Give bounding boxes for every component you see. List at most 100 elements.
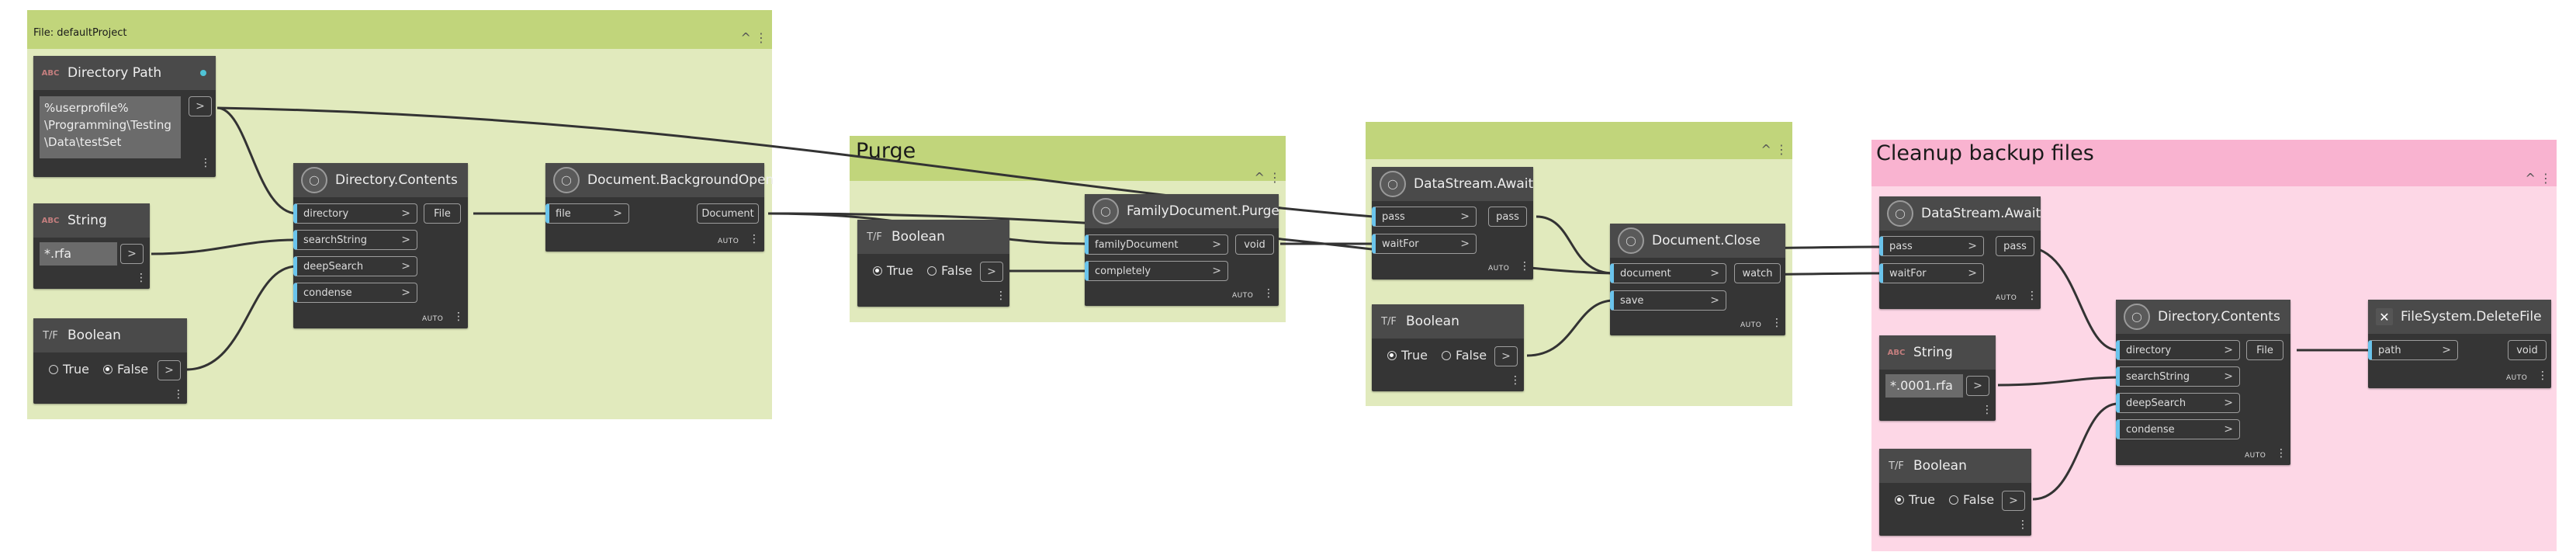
node-menu-icon[interactable]: ⋮: [1519, 260, 1530, 273]
boolean-radio-group[interactable]: True False: [49, 362, 148, 377]
output-port[interactable]: >: [158, 360, 181, 380]
input-port-condense[interactable]: condense>: [2116, 419, 2240, 439]
radio-false-icon[interactable]: [1948, 495, 1958, 505]
input-port-searchstring[interactable]: searchString>: [293, 230, 417, 250]
radio-false-icon[interactable]: [926, 266, 937, 276]
node-menu-icon[interactable]: ⋮: [2276, 447, 2287, 460]
node-menu-icon[interactable]: ⋮: [173, 388, 184, 401]
group-controls[interactable]: ^ ⋮: [740, 30, 768, 45]
node-menu-icon[interactable]: ⋮: [136, 272, 147, 284]
radio-false-icon[interactable]: [1441, 350, 1451, 360]
radio-true-icon[interactable]: [1895, 495, 1904, 505]
radio-true-icon[interactable]: [49, 364, 58, 374]
node-menu-icon[interactable]: ⋮: [749, 233, 760, 245]
node-directory-contents[interactable]: ◯Directory.Contents directory> searchStr…: [293, 163, 468, 328]
abc-string-icon: ABC: [41, 68, 60, 78]
abc-string-icon: ABC: [1887, 348, 1906, 357]
lacing-label: AUTO: [2245, 452, 2266, 460]
node-title: FamilyDocument.Purge: [1127, 203, 1279, 219]
input-port-pass[interactable]: pass>: [1372, 207, 1477, 227]
output-port-document[interactable]: Document: [697, 203, 759, 224]
input-port-waitfor[interactable]: waitFor>: [1372, 234, 1477, 254]
output-port[interactable]: >: [1494, 346, 1518, 366]
input-port-familydocument[interactable]: familyDocument>: [1085, 234, 1228, 255]
node-menu-icon[interactable]: ⋮: [453, 311, 464, 323]
node-familydocument-purge[interactable]: ◯FamilyDocument.Purge familyDocument> co…: [1085, 194, 1279, 306]
output-port[interactable]: >: [120, 244, 144, 264]
boolean-radio-group[interactable]: True False: [1387, 348, 1487, 363]
input-port-deepsearch[interactable]: deepSearch>: [293, 256, 417, 276]
wire-pass-to-directory2: [2024, 245, 2119, 352]
output-port[interactable]: >: [1966, 376, 1989, 396]
function-node-icon: ◯: [1887, 200, 1913, 227]
input-port-deepsearch[interactable]: deepSearch>: [2116, 393, 2240, 413]
node-document-close[interactable]: ◯Document.Close document> save> watch AU…: [1610, 224, 1785, 335]
output-port-void[interactable]: void: [1235, 234, 1274, 255]
input-port-completely[interactable]: completely>: [1085, 261, 1228, 281]
radio-true-icon[interactable]: [873, 266, 882, 276]
output-port-file[interactable]: File: [2246, 340, 2283, 360]
group-controls[interactable]: ^ ⋮: [2525, 171, 2553, 186]
input-port-condense[interactable]: condense>: [293, 283, 417, 303]
node-menu-icon[interactable]: ⋮: [2017, 519, 2028, 531]
boolean-radio-group[interactable]: True False: [873, 263, 972, 278]
output-port-pass[interactable]: pass: [1996, 236, 2034, 256]
input-port-path[interactable]: path>: [2368, 340, 2458, 360]
radio-true-icon[interactable]: [1387, 350, 1397, 360]
node-title: Document.Close: [1652, 233, 1761, 248]
radio-false-label: False: [940, 263, 973, 278]
radio-false-label: False: [116, 362, 149, 377]
output-port-watch[interactable]: watch: [1734, 263, 1781, 283]
output-port-void[interactable]: void: [2508, 340, 2547, 360]
output-port[interactable]: >: [2002, 491, 2025, 511]
output-port-pass[interactable]: pass: [1488, 207, 1527, 227]
lacing-label: AUTO: [1996, 294, 2017, 302]
radio-false-icon[interactable]: [102, 364, 113, 374]
node-document-background-open[interactable]: ◯Document.BackgroundOpen file> Document …: [545, 163, 774, 252]
node-datastream-await[interactable]: ◯DataStream.Await pass> waitFor> pass AU…: [1879, 196, 2041, 309]
group-controls[interactable]: ^ ⋮: [1761, 142, 1788, 157]
output-port-file[interactable]: File: [424, 203, 461, 224]
node-filesystem-deletefile[interactable]: ✕FileSystem.DeleteFile path> void AUTO ⋮: [2368, 300, 2551, 388]
input-port-save[interactable]: save>: [1610, 290, 1726, 311]
string-value-input[interactable]: *.0001.rfa: [1885, 374, 1963, 398]
output-port[interactable]: >: [980, 262, 1003, 282]
node-menu-icon[interactable]: ⋮: [1771, 317, 1782, 329]
output-port[interactable]: >: [189, 96, 212, 116]
node-menu-icon[interactable]: ⋮: [1510, 374, 1521, 387]
group-controls[interactable]: ^ ⋮: [1254, 170, 1282, 185]
lacing-label: AUTO: [422, 315, 444, 323]
input-port-pass[interactable]: pass>: [1879, 236, 1984, 256]
node-menu-icon[interactable]: ⋮: [2027, 290, 2038, 302]
function-node-icon: ◯: [301, 167, 327, 193]
input-port-directory[interactable]: directory>: [293, 203, 417, 224]
node-title: Boolean: [68, 328, 121, 343]
input-port-directory[interactable]: directory>: [2116, 340, 2240, 360]
node-menu-icon[interactable]: ⋮: [1263, 287, 1274, 300]
input-port-file[interactable]: file>: [545, 203, 629, 224]
radio-true-label: True: [887, 263, 913, 278]
string-value-input[interactable]: *.rfa: [40, 242, 117, 266]
node-menu-icon[interactable]: ⋮: [1982, 404, 1993, 416]
group-title: File: defaultProject: [33, 27, 127, 39]
boolean-icon: T/F: [1381, 315, 1397, 328]
node-menu-icon[interactable]: ⋮: [995, 290, 1006, 302]
boolean-radio-group[interactable]: True False: [1895, 492, 1994, 507]
node-datastream-await[interactable]: ◯DataStream.Await pass> waitFor> pass AU…: [1372, 167, 1533, 280]
node-title: Boolean: [892, 229, 945, 245]
node-menu-icon[interactable]: ⋮: [200, 157, 211, 169]
input-port-waitfor[interactable]: waitFor>: [1879, 263, 1984, 283]
input-port-document[interactable]: document>: [1610, 263, 1726, 283]
directory-path-input[interactable]: %userprofile% \Programming\Testing \Data…: [40, 96, 181, 158]
node-directory-contents[interactable]: ◯Directory.Contents directory> searchStr…: [2116, 300, 2290, 465]
lacing-label: AUTO: [2506, 374, 2528, 382]
input-port-searchstring[interactable]: searchString>: [2116, 366, 2240, 387]
node-menu-icon[interactable]: ⋮: [2537, 370, 2548, 382]
